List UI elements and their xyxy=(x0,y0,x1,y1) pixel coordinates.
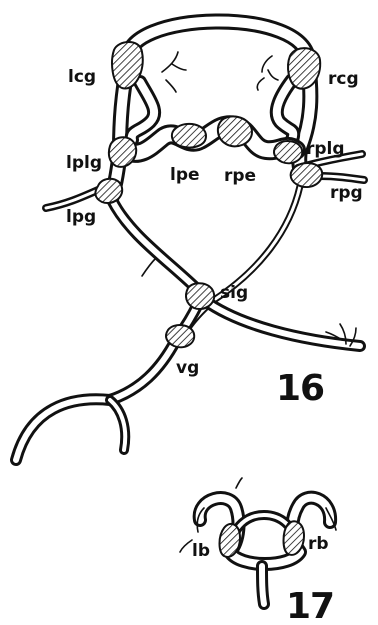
label-rplg: rplg xyxy=(306,139,345,159)
buccal-ganglia xyxy=(220,521,305,557)
right-visceral-connective xyxy=(184,186,300,334)
label-rpg: rpg xyxy=(330,183,363,203)
lb-ganglion xyxy=(220,524,241,557)
vg-ganglion xyxy=(166,325,194,347)
label-lplg: lplg xyxy=(66,153,102,173)
left-visceral-connective xyxy=(112,200,200,292)
label-lb: lb xyxy=(192,541,210,561)
cerebral-commissure xyxy=(128,21,308,62)
label-rpe: rpe xyxy=(224,166,256,186)
figure-16: lcg rcg lplg lpe rpe rplg rpg lpg sig vg… xyxy=(16,21,364,460)
label-lpe: lpe xyxy=(170,165,200,185)
figure-number-16: 16 xyxy=(276,368,324,409)
lpg-ganglion xyxy=(95,179,122,203)
label-lcg: lcg xyxy=(68,67,96,87)
label-rb: rb xyxy=(308,534,329,554)
label-lpg: lpg xyxy=(66,207,96,227)
rpg-ganglion xyxy=(291,163,323,187)
visceral-nerve xyxy=(16,340,176,460)
sig-ganglion xyxy=(186,283,214,309)
figure-number-17: 17 xyxy=(286,586,334,625)
label-vg: vg xyxy=(176,358,199,378)
rpe-ganglion xyxy=(218,116,252,146)
lpe-ganglion xyxy=(172,124,206,148)
label-sig: sig xyxy=(220,283,248,303)
figure-16-labels: lcg rcg lplg lpe rpe rplg rpg lpg sig vg… xyxy=(66,67,363,409)
rplg-ganglion xyxy=(274,141,302,163)
posterior-nerve xyxy=(204,300,360,346)
label-rcg: rcg xyxy=(328,69,359,89)
figure-17: lb rb 17 xyxy=(180,478,336,625)
lplg-ganglion xyxy=(109,137,136,167)
rb-ganglion xyxy=(284,521,305,555)
